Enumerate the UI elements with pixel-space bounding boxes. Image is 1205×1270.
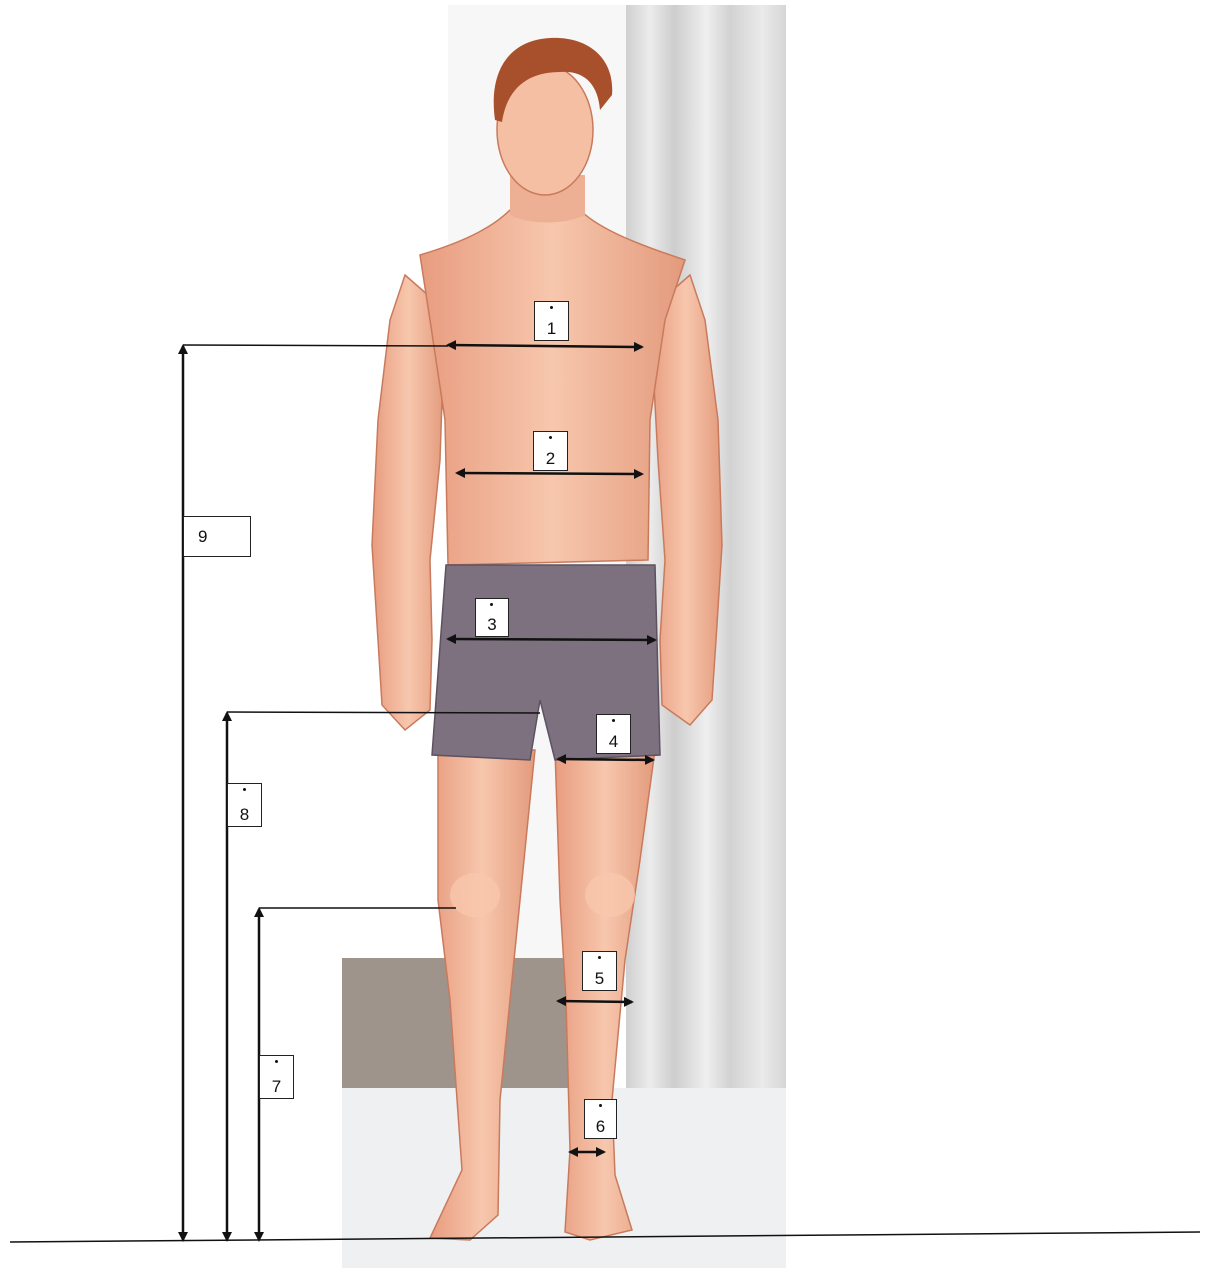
measurement-label-1: 1 bbox=[534, 301, 569, 341]
measure-line-4 bbox=[558, 759, 653, 760]
measurement-label-5: 5 bbox=[582, 951, 617, 991]
measurement-label-8: 8 bbox=[227, 783, 262, 827]
floor bbox=[342, 1088, 786, 1268]
measure-line-2 bbox=[457, 473, 642, 474]
leader-line-9 bbox=[183, 345, 448, 346]
measurement-label-7: 7 bbox=[259, 1055, 294, 1099]
measurement-label-4: 4 bbox=[596, 714, 631, 754]
measurement-label-2: 2 bbox=[533, 431, 568, 471]
measurement-label-6: 6 bbox=[584, 1099, 617, 1139]
measurement-label-3: 3 bbox=[475, 598, 509, 637]
leader-line-8 bbox=[227, 712, 540, 713]
measure-line-3 bbox=[448, 639, 655, 640]
torso bbox=[420, 210, 685, 565]
measure-line-5 bbox=[558, 1001, 632, 1002]
measurement-label-9: 9 bbox=[183, 516, 251, 557]
